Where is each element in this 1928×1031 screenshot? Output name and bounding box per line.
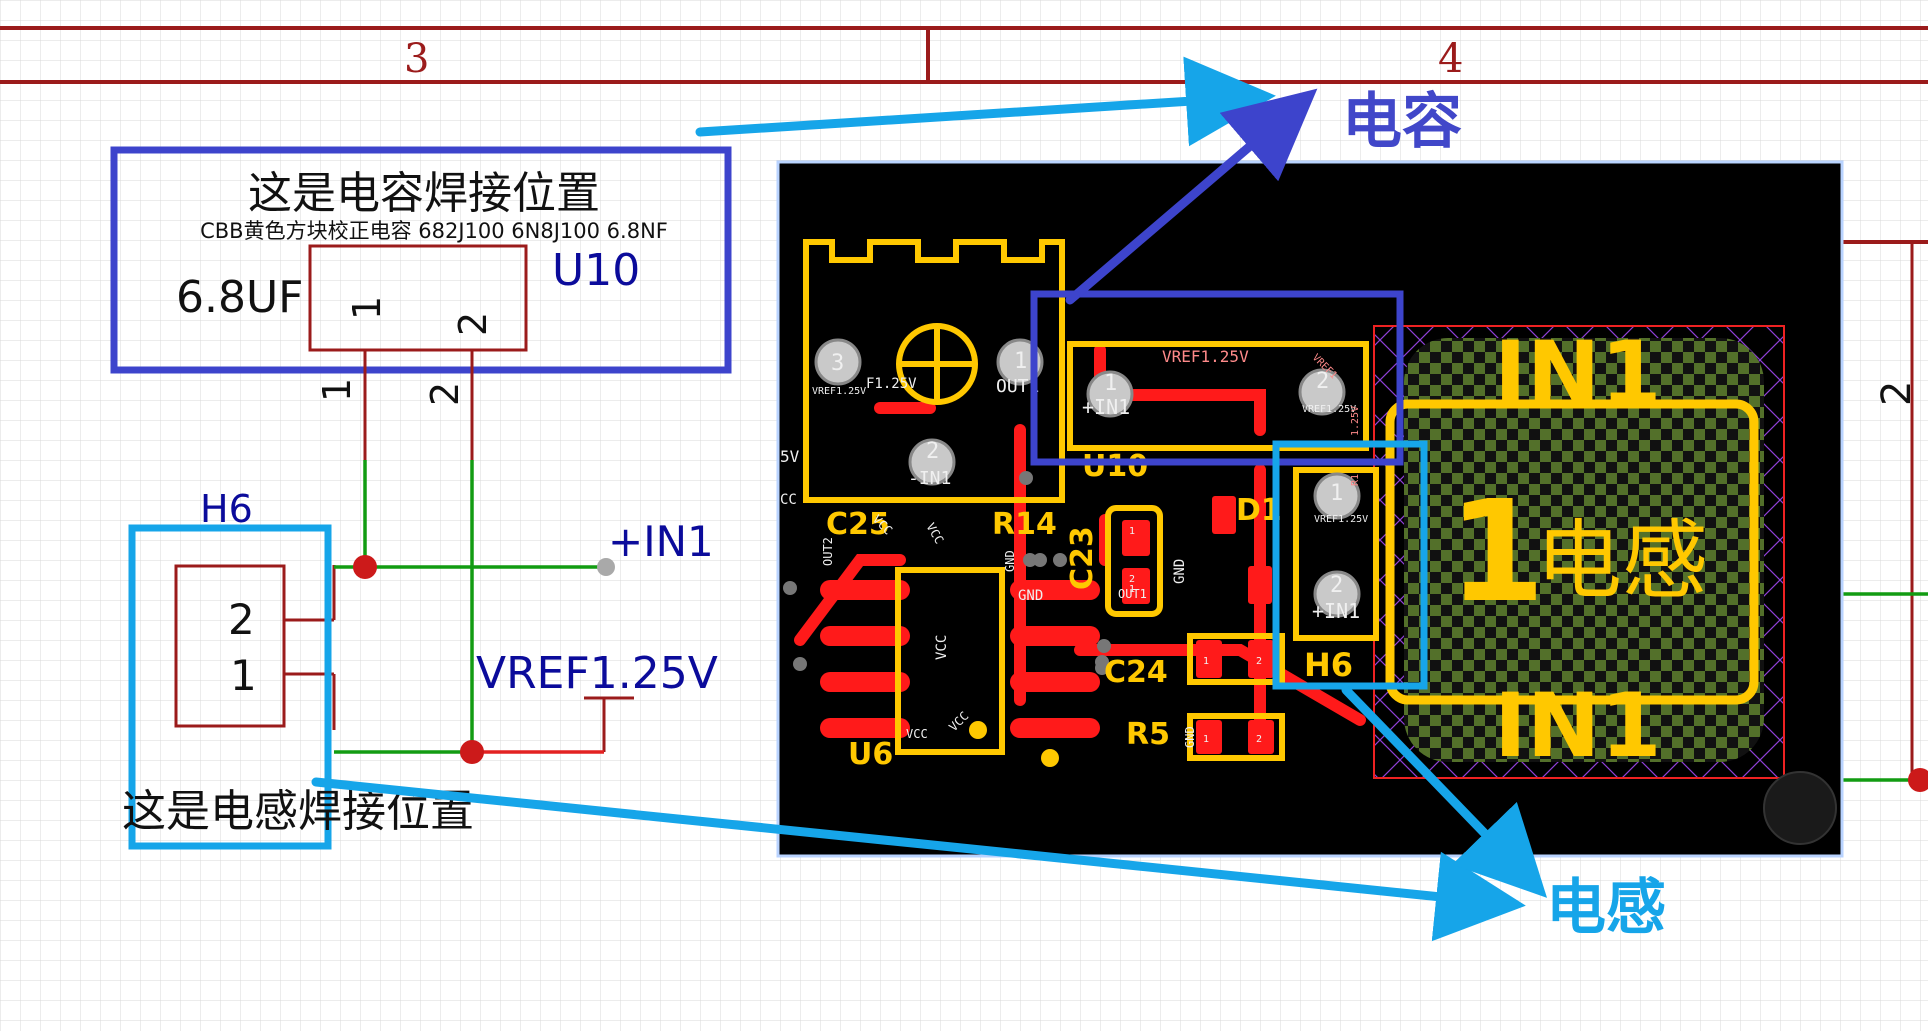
pcb-text-gnd-c: GND [1172,559,1188,584]
net-label-in1: +IN1 [608,517,714,566]
pcb-text-c25: C25 [826,507,890,542]
pcb-text-c23: C23 [1065,526,1100,590]
inductor-highlight-box [128,524,332,850]
pcb-text-vcc-d: VCC [906,727,928,741]
pcb-text-gnd-a: GND [1003,550,1017,572]
pcb-text-r5-pad2: 2 [1256,734,1262,745]
junction-dot [1908,768,1928,792]
junction-dot [460,740,484,764]
pcb-text-h6-pad1: 1 [1330,481,1343,506]
pcb-text-r5: R5 [1126,717,1170,752]
pcb-text-5v: 5V [780,447,800,466]
pcb-text-gnd-b: GND [1018,588,1043,604]
pcb-text-h6-in1: +IN1 [1312,599,1360,623]
inductor-ref: H6 [200,487,253,531]
pcb-text-c23-pad1b: 1 [1129,584,1135,595]
pcb-text-u10-vref: VREF1.25V [1162,347,1249,366]
inductor-pin-2: 2 [228,595,255,644]
capacitor-symbol-body [308,244,528,352]
junction-dot [353,555,377,579]
pcb-text-u10-vref-pad: VREF1.25V [1302,404,1356,415]
pcb-text-1: 1 [1448,471,1545,634]
pcb-text-u10-pad2: 2 [1316,369,1329,394]
pcb-text-vref-small: VREF1.25V [812,386,866,397]
capacitor-highlight-box [110,146,732,374]
pcb-text-in1-top: IN1 [1494,322,1662,425]
pcb-text-out2: OUT2 [821,537,835,566]
pcb-text-h6-vref: VREF1.25V [1314,514,1368,525]
pcb-text-u10-in1: +IN1 [1082,395,1130,419]
pcb-pad-3: 3 [831,351,844,376]
pcb-text-c23-pad2: 2 [1129,574,1135,585]
capacitor-pin-2-inner: 2 [451,312,495,336]
callout-capacitor: 电容 [1342,87,1462,157]
zone-label-4: 4 [1438,36,1463,82]
pcb-text-u6: U6 [848,737,893,772]
pcb-text-inductor: 电感 [1536,511,1708,611]
capacitor-value: 6.8UF [176,272,304,323]
pcb-text-c24-pad2: 2 [1256,656,1262,667]
pcb-inductor-highlight [1272,440,1428,690]
pcb-text-h6: H6 [1304,646,1353,684]
pcb-text-out1-b: OUT1 [1118,587,1147,601]
pcb-text-out1: OUT1 [996,376,1039,397]
capacitor-spec: CBB黄色方块校正电容 682J100 6N8J100 6.8NF [200,219,668,243]
net-port-dot [597,558,615,576]
callout-inductor: 电感 [1546,873,1666,943]
inductor-pin-1: 1 [230,651,257,700]
pcb-text-in1-bottom: IN1 [1494,674,1662,777]
pcb-text-f125: F1.25V [866,376,917,392]
pcb-text-c24-pad1: 1 [1203,656,1209,667]
pcb-render: C25 R14 C23 C24 R5 U6 U10 D1 H6 IN1 1 电感… [776,160,1844,858]
pcb-text-h6-pad2: 2 [1330,573,1343,598]
pcb-pad-1: 1 [1014,349,1027,374]
inductor-symbol-body [174,564,286,728]
pcb-text-u10: U10 [1082,449,1148,484]
capacitor-pin-1-outer: 1 [315,378,359,402]
right-pin-label: 2 [1874,381,1920,406]
pcb-text-r5-pad1: 1 [1203,734,1209,745]
pcb-pad-2: 2 [926,439,939,464]
pcb-text-minus-in1: -IN1 [908,468,951,489]
pcb-text-c23-pad1: 1 [1129,526,1135,537]
pcb-text-cc: CC [780,492,797,508]
pcb-capacitor-highlight [1030,290,1404,466]
pcb-text-vcc-c: VCC [934,635,950,660]
callout-arrows [311,56,1548,942]
capacitor-pin-1-inner: 1 [345,296,389,320]
pcb-text-r14: R14 [992,507,1057,542]
pcb-text-u10-pad1: 1 [1104,371,1117,396]
pcb-text-r1: R1 [1350,474,1361,486]
capacitor-pin-2-outer: 2 [423,382,467,406]
pcb-text-gnd-d: GND [1183,726,1197,748]
pcb-text-u10-125v: 1.25V [1350,406,1361,436]
capacitor-ref: U10 [552,245,640,296]
net-label-vref: VREF1.25V [476,648,718,699]
zone-label-3: 3 [404,36,429,82]
pcb-text-c24: C24 [1104,655,1168,690]
capacitor-caption: 这是电容焊接位置 [248,168,600,219]
